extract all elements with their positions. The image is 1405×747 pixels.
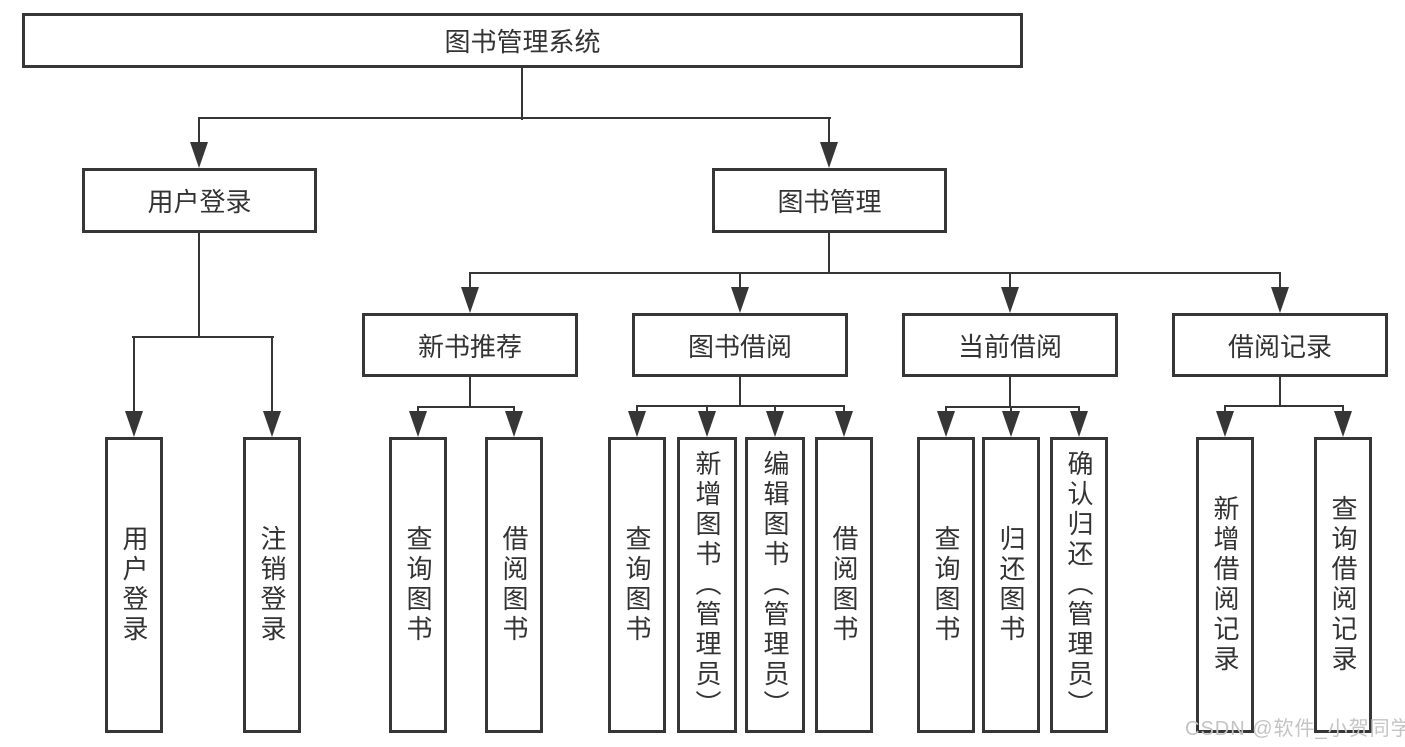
connector-bb-stem (739, 377, 741, 407)
arrow-down-icon (190, 142, 208, 168)
arrow-down-icon (1002, 411, 1020, 437)
connector-nbr-stem (469, 377, 471, 408)
node-new-book-recommend-label: 新书推荐 (417, 331, 522, 362)
leaf-label: 编辑图书（管理员） (760, 450, 790, 720)
node-book-management-label: 图书管理 (777, 187, 882, 217)
leaf-return-books: 归还图书 (982, 437, 1040, 733)
node-library-system-label: 图书管理系统 (444, 27, 601, 57)
leaf-label: 用户登录 (119, 525, 149, 645)
arrow-down-icon (835, 411, 853, 437)
connector-level2-bar (198, 117, 831, 119)
node-library-system: 图书管理系统 (22, 13, 1023, 68)
node-borrowing-records-label: 借阅记录 (1227, 331, 1332, 362)
leaf-label: 查询图书 (622, 525, 652, 645)
connector-bb-bar (636, 405, 845, 407)
leaf-label: 归还图书 (996, 525, 1026, 645)
leaf-label: 查询借阅记录 (1328, 495, 1358, 675)
arrow-down-icon (937, 411, 955, 437)
node-book-management: 图书管理 (712, 168, 947, 233)
arrow-down-icon (698, 411, 716, 437)
leaf-edit-book-admin: 编辑图书（管理员） (745, 437, 805, 733)
connector-level3-drop (469, 272, 471, 290)
leaf-label: 借阅图书 (829, 525, 859, 645)
leaf-label: 新增图书（管理员） (692, 450, 722, 720)
leaf-label: 查询图书 (931, 525, 961, 645)
node-borrowing-records: 借阅记录 (1172, 313, 1388, 377)
arrow-down-icon (731, 287, 749, 313)
arrow-down-icon (820, 142, 838, 168)
arrow-down-icon (1070, 411, 1088, 437)
leaf-borrow-books-recommend: 借阅图书 (485, 437, 543, 733)
leaf-add-borrow-record: 新增借阅记录 (1196, 437, 1254, 733)
arrow-down-icon (766, 411, 784, 437)
leaf-label: 借阅图书 (499, 525, 529, 645)
leaf-label: 确认归还（管理员） (1064, 450, 1094, 720)
connector-book-mgmt-stem (828, 233, 830, 274)
connector-cb-stem (1009, 377, 1011, 408)
arrow-down-icon (263, 411, 281, 437)
leaf-confirm-return-admin: 确认归还（管理员） (1050, 437, 1108, 733)
leaf-add-book-admin: 新增图书（管理员） (677, 437, 737, 733)
node-user-login: 用户登录 (82, 168, 317, 233)
leaf-borrow-books-borrowing: 借阅图书 (815, 437, 873, 733)
connector-br-bar (1224, 405, 1344, 407)
arrow-down-icon (409, 411, 427, 437)
arrow-down-icon (1216, 411, 1234, 437)
node-new-book-recommend: 新书推荐 (362, 313, 578, 377)
leaf-query-books-recommend: 查询图书 (389, 437, 447, 733)
arrow-down-icon (1001, 287, 1019, 313)
arrow-down-icon (505, 411, 523, 437)
connector-level3-drop (739, 272, 741, 290)
leaf-query-borrow-record: 查询借阅记录 (1314, 437, 1372, 733)
leaf-label: 查询图书 (403, 525, 433, 645)
connector-br-stem (1279, 377, 1281, 407)
connector-cb-bar (945, 406, 1080, 408)
connector-level3-drop (1009, 272, 1011, 290)
connector-user-login-stem (198, 233, 200, 338)
connector-leaf-drop (271, 336, 273, 416)
node-book-borrowing: 图书借阅 (632, 313, 848, 377)
connector-user-login-drop (198, 117, 200, 147)
arrow-down-icon (461, 287, 479, 313)
connector-level3-bar (469, 272, 1281, 274)
arrow-down-icon (1334, 411, 1352, 437)
leaf-label: 注销登录 (257, 525, 287, 645)
arrow-down-icon (125, 411, 143, 437)
arrow-down-icon (1271, 287, 1289, 313)
connector-book-mgmt-drop (828, 117, 830, 147)
leaf-label: 新增借阅记录 (1210, 495, 1240, 675)
connector-nbr-bar (417, 406, 515, 408)
watermark: CSDN @软件_小贺同学 (1185, 718, 1405, 740)
leaf-user-login: 用户登录 (105, 437, 163, 733)
connector-level3-drop (1279, 272, 1281, 290)
node-current-borrowing: 当前借阅 (902, 313, 1118, 377)
node-user-login-label: 用户登录 (147, 187, 252, 217)
leaf-query-books-current: 查询图书 (917, 437, 975, 733)
connector-user-login-bar (132, 336, 274, 338)
node-book-borrowing-label: 图书借阅 (687, 331, 792, 362)
arrow-down-icon (628, 411, 646, 437)
connector-root-stem (521, 68, 523, 120)
leaf-logout: 注销登录 (243, 437, 301, 733)
node-current-borrowing-label: 当前借阅 (957, 331, 1062, 362)
connector-leaf-drop (133, 336, 135, 416)
leaf-query-books-borrowing: 查询图书 (608, 437, 666, 733)
